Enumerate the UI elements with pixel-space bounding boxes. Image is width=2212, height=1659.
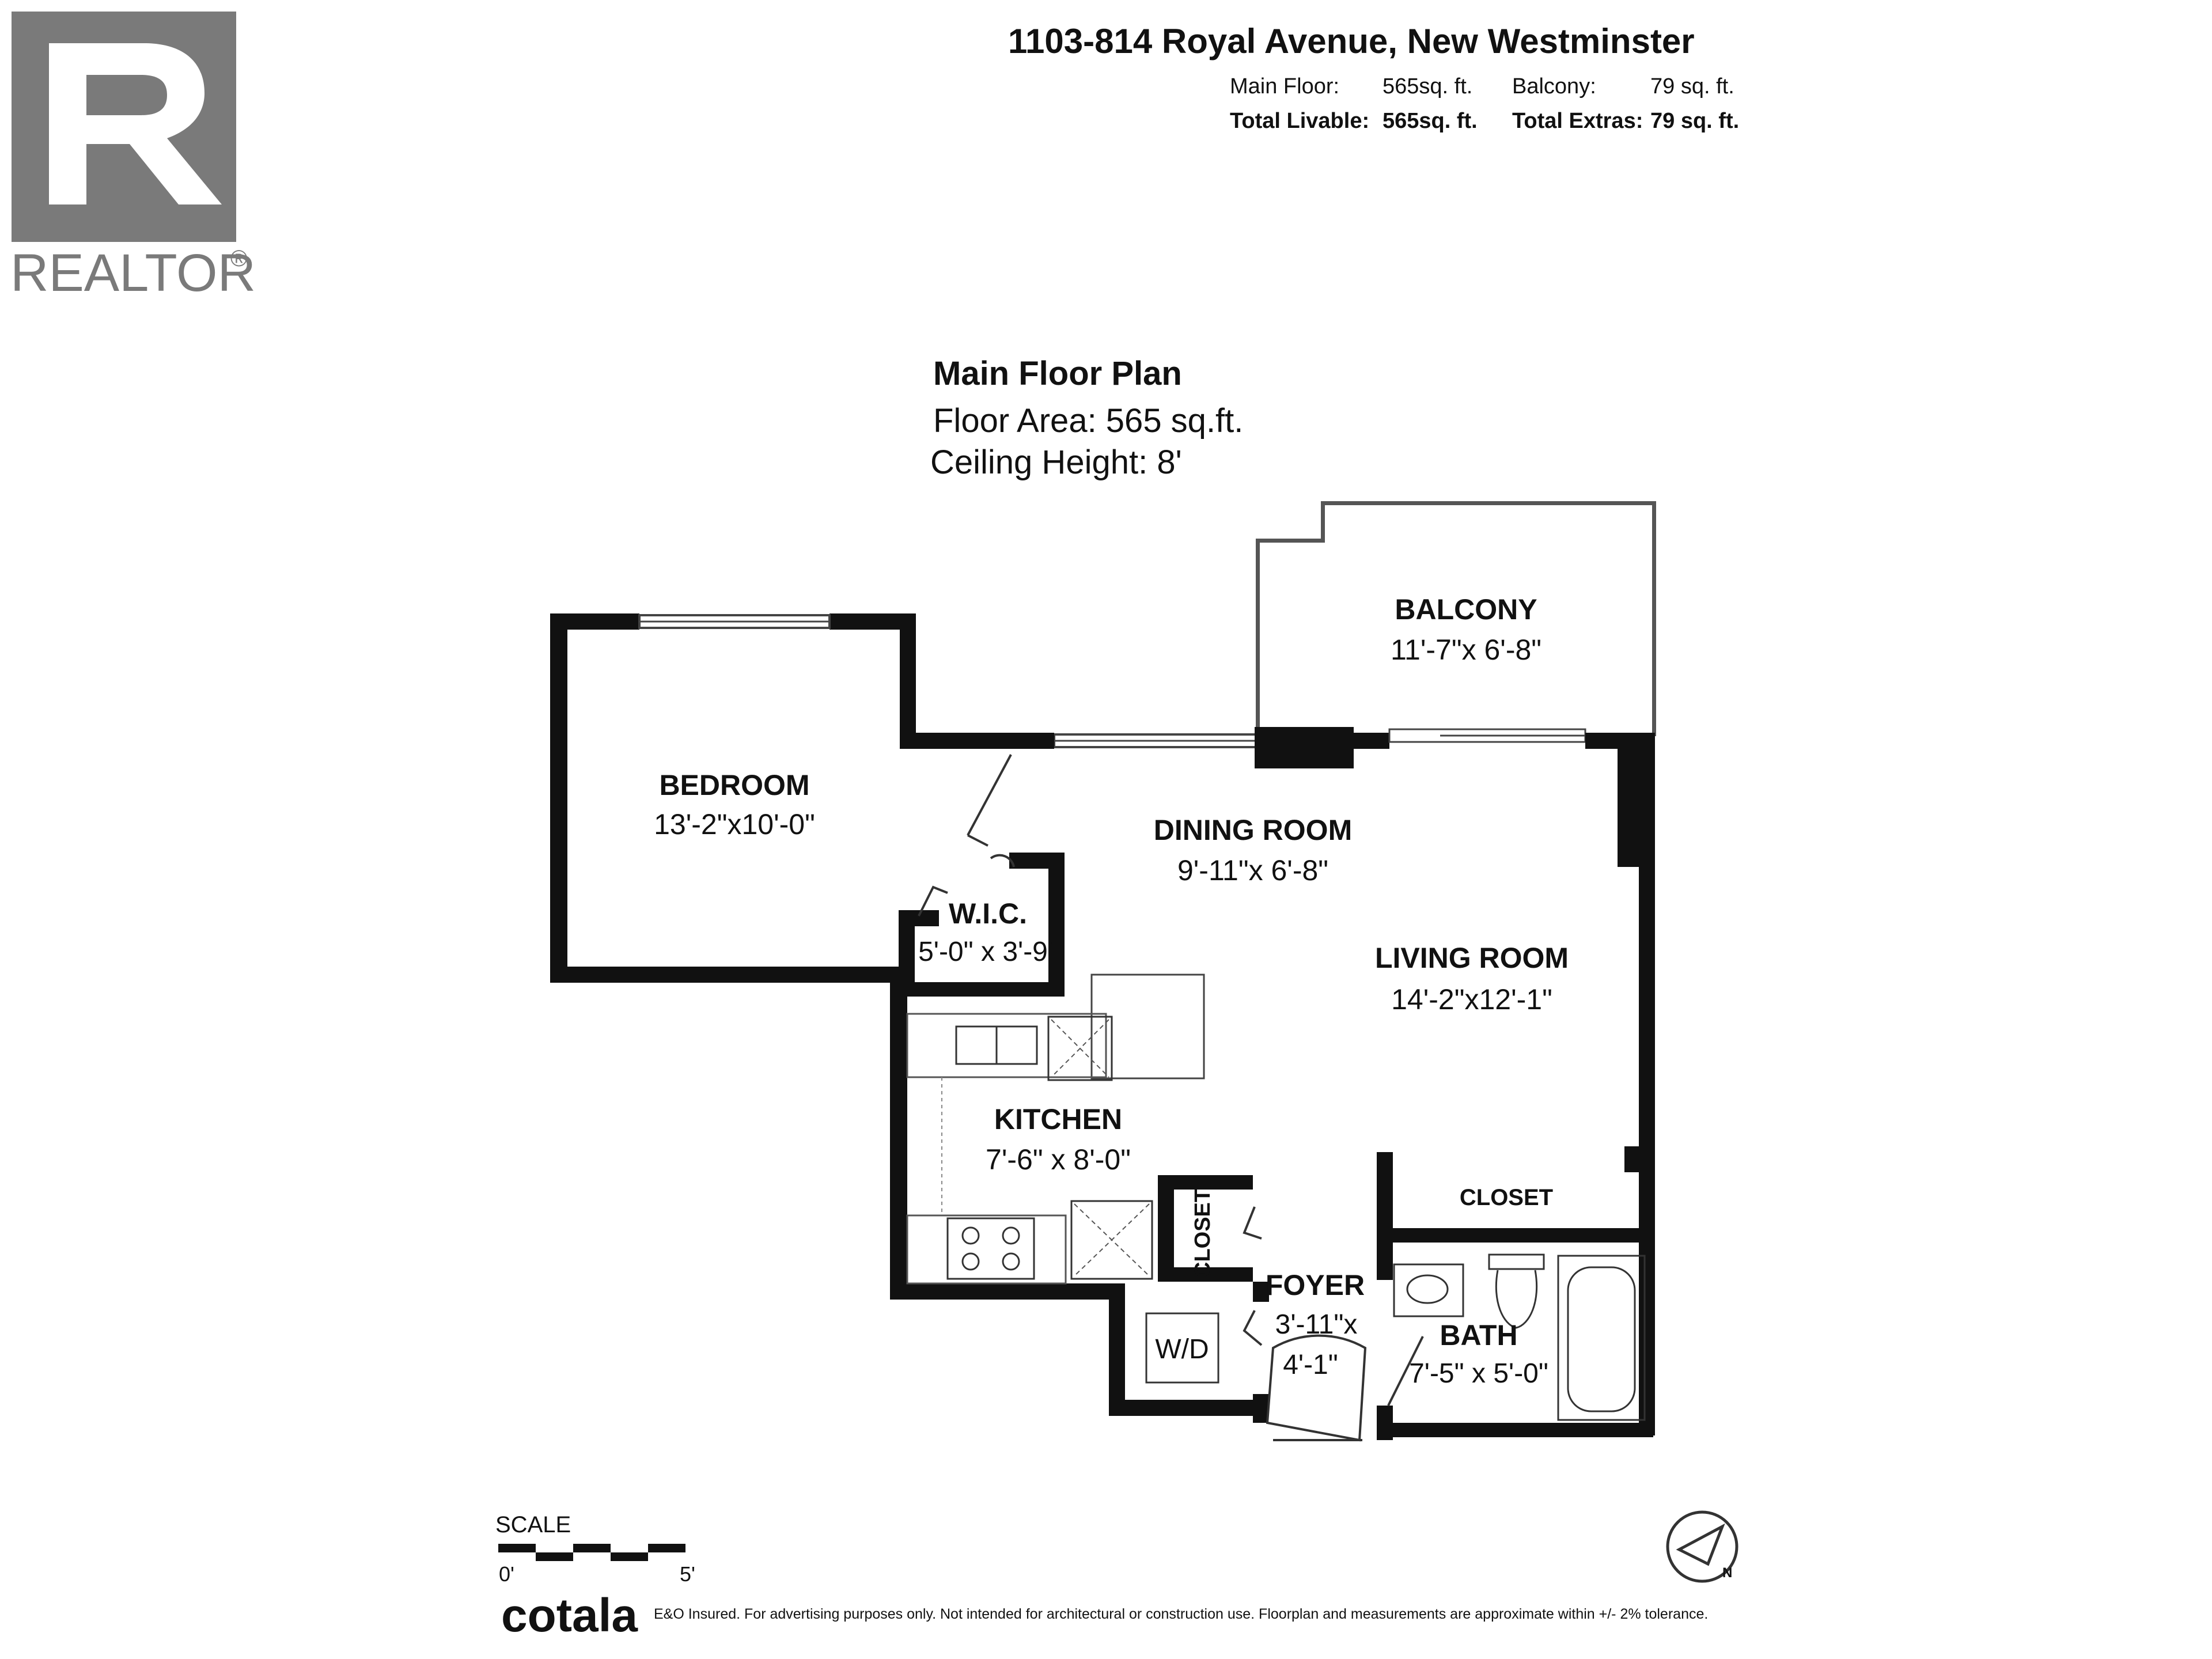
bedroom-name: BEDROOM <box>659 769 809 801</box>
header-block: 1103-814 Royal Avenue, New Westminster M… <box>1008 22 1739 133</box>
scale-start: 0' <box>499 1562 514 1586</box>
living-room-name: LIVING ROOM <box>1375 942 1569 974</box>
foyer-dims-line2: 4'-1" <box>1283 1350 1338 1380</box>
doors <box>918 754 1424 1442</box>
floor-area: Floor Area: 565 sq.ft. <box>933 402 1243 440</box>
dining-room-dims: 9'-11"x 6'-8" <box>1177 854 1328 887</box>
bath-name: BATH <box>1440 1319 1517 1351</box>
fridge-icon <box>1047 1016 1113 1081</box>
compass-north: N <box>1722 1565 1732 1581</box>
realtor-logo: REALTOR ® <box>10 12 256 302</box>
wic-name: W.I.C. <box>949 897 1027 930</box>
balcony-dims: 11'-7"x 6'-8" <box>1391 634 1541 666</box>
scale-bar: SCALE 0' 5' <box>495 1512 695 1586</box>
plan-info: Main Floor Plan Floor Area: 565 sq.ft. C… <box>930 355 1243 481</box>
stove-icon <box>946 1217 1035 1280</box>
foyer-name: FOYER <box>1266 1269 1365 1301</box>
kitchen-dims: 7'-6" x 8'-0" <box>986 1143 1131 1176</box>
bathtub-icon <box>1557 1255 1646 1421</box>
kitchen-fixtures <box>946 1016 1153 1280</box>
bedroom-dims: 13'-2"x10'-0" <box>654 808 815 840</box>
toilet-icon <box>1488 1253 1545 1270</box>
realtor-wordmark: REALTOR <box>10 244 256 302</box>
wic-dims: 5'-0" x 3'-9" <box>918 937 1058 967</box>
vanity-icon <box>1393 1263 1464 1317</box>
living-room-dims: 14'-2"x12'-1" <box>1391 983 1552 1016</box>
main-floor-label: Main Floor: <box>1230 74 1339 99</box>
balcony-area-label: Balcony: <box>1512 74 1596 99</box>
total-livable-value: 565sq. ft. <box>1382 109 1478 133</box>
kitchen-name: KITCHEN <box>994 1103 1122 1135</box>
foyer-dims-line1: 3'-11"x <box>1275 1309 1358 1340</box>
bath-fixtures <box>1145 1253 1646 1421</box>
bath-dims: 7'-5" x 5'-0" <box>1409 1358 1548 1389</box>
compass-icon: N <box>1666 1510 1738 1583</box>
ceiling-height: Ceiling Height: 8' <box>930 444 1182 481</box>
disclaimer: E&O Insured. For advertising purposes on… <box>654 1606 1708 1622</box>
walls <box>550 613 1655 1440</box>
balcony-area-value: 79 sq. ft. <box>1650 74 1734 99</box>
registered-mark: ® <box>230 246 247 271</box>
total-livable-label: Total Livable: <box>1230 109 1369 133</box>
foyer-closet-name: CLOSET <box>1191 1189 1215 1278</box>
balcony-outline <box>1256 501 1656 736</box>
property-address: 1103-814 Royal Avenue, New Westminster <box>1008 22 1695 60</box>
main-floor-value: 565sq. ft. <box>1382 74 1472 99</box>
balcony-name: BALCONY <box>1395 593 1537 626</box>
footer-branding: cotala E&O Insured. For advertising purp… <box>501 1589 1708 1642</box>
dishwasher-icon <box>1070 1200 1153 1280</box>
dining-room-name: DINING ROOM <box>1154 814 1352 846</box>
plan-title: Main Floor Plan <box>933 355 1182 392</box>
scale-label: SCALE <box>495 1512 571 1537</box>
washer-dryer-label: W/D <box>1155 1334 1209 1365</box>
total-extras-value: 79 sq. ft. <box>1650 109 1739 133</box>
scale-end: 5' <box>680 1562 695 1586</box>
room-labels: BALCONY 11'-7"x 6'-8" BEDROOM 13'-2"x10'… <box>654 593 1569 1389</box>
living-closet-name: CLOSET <box>1460 1185 1553 1210</box>
cotala-logo: cotala <box>501 1589 638 1642</box>
washer-dryer-icon <box>1145 1312 1219 1384</box>
total-extras-label: Total Extras: <box>1512 109 1643 133</box>
